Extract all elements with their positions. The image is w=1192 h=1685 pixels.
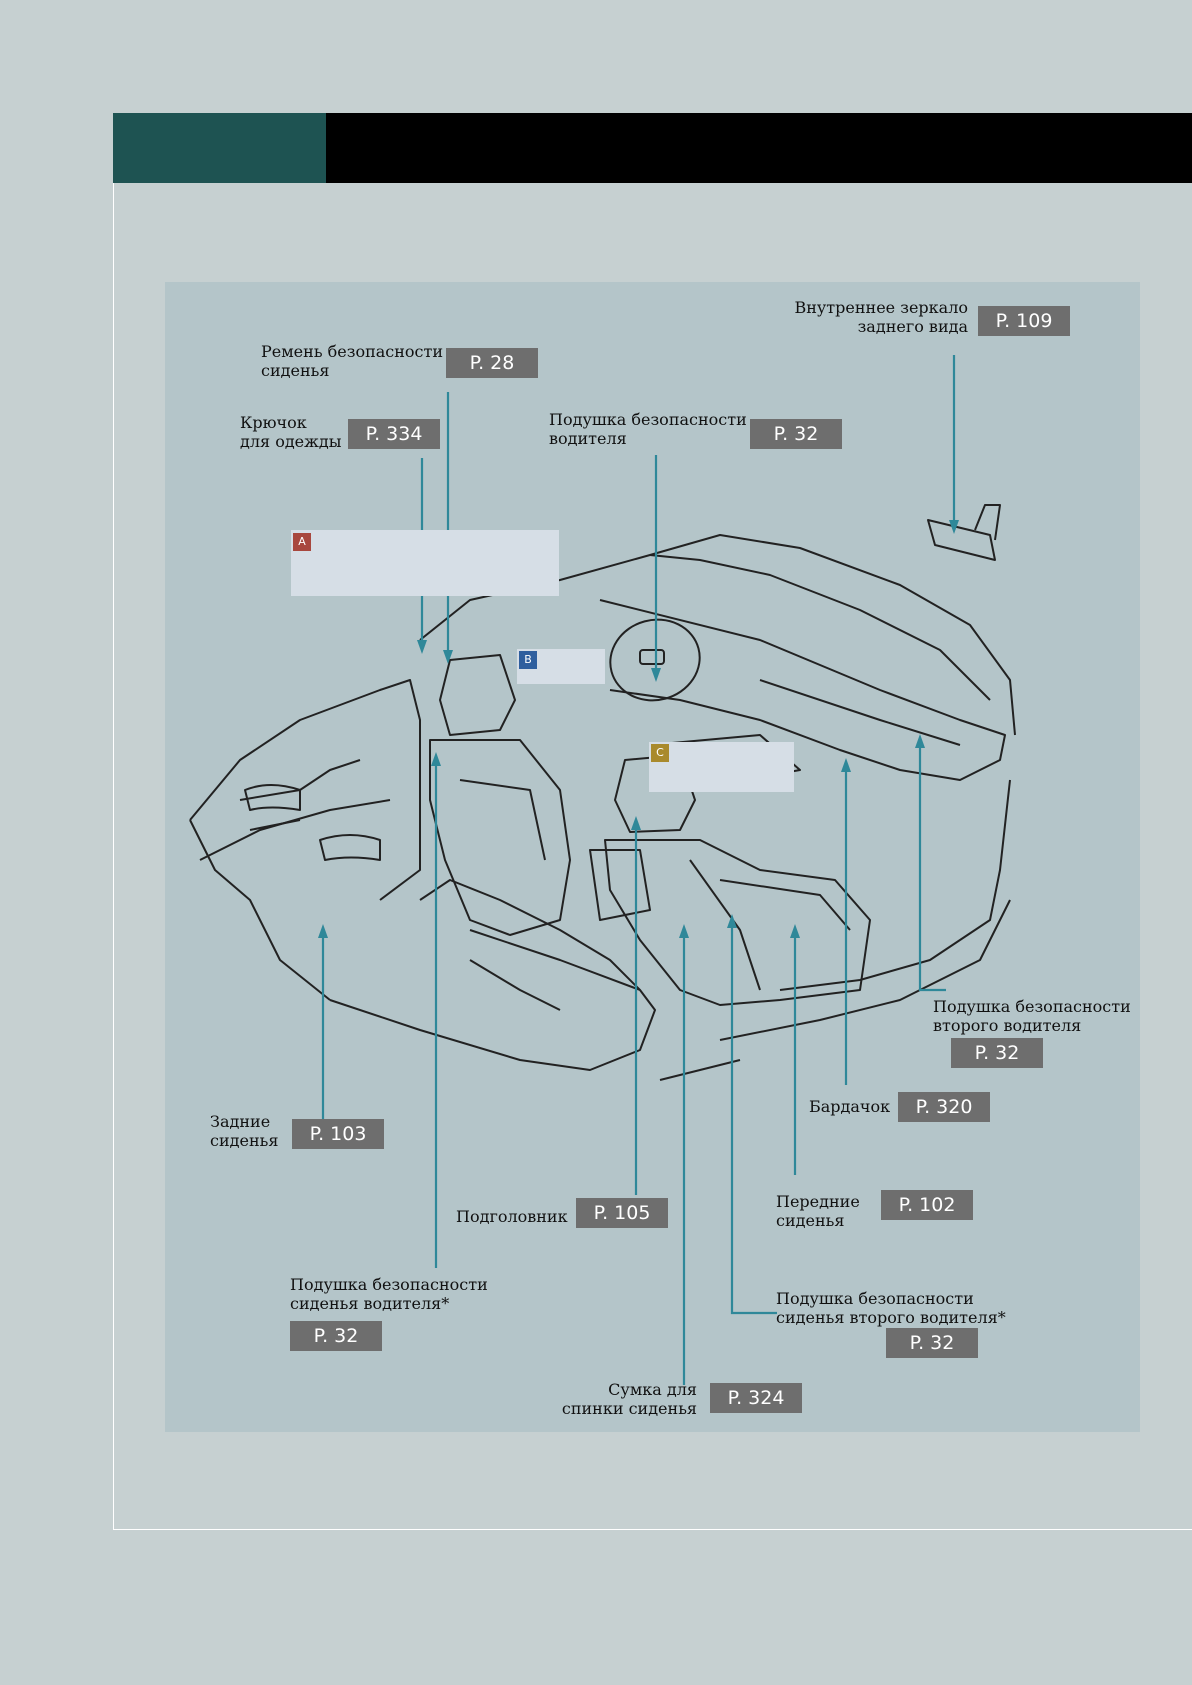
page-ref-driver-airbag[interactable]: P. 32 [750, 419, 842, 449]
label-driver-airbag: Подушка безопасности водителя [549, 410, 747, 448]
header-bar [326, 113, 1192, 183]
label-front-seats: Передние сиденья [776, 1192, 860, 1230]
callout-b-marker: B [519, 651, 537, 669]
interior-illustration-panel [165, 282, 1140, 1432]
page-ref-passenger-airbag[interactable]: P. 32 [951, 1038, 1043, 1068]
label-glovebox: Бардачок [809, 1097, 891, 1116]
leader-lines [318, 355, 959, 1385]
page-ref-mirror[interactable]: P. 109 [978, 306, 1070, 336]
label-interior-mirror: Внутреннее зеркало заднего вида [794, 298, 968, 336]
label-passenger-airbag: Подушка безопасности второго водителя [933, 997, 1131, 1035]
callout-a-box [291, 530, 559, 596]
label-rear-seats: Задние сиденья [210, 1112, 279, 1150]
label-headrest: Подголовник [456, 1207, 568, 1226]
section-tab [113, 113, 326, 183]
label-driver-seat-airbag: Подушка безопасности сиденья водителя* [290, 1275, 488, 1313]
callout-c-marker: C [651, 744, 669, 762]
page-ref-rear-seats[interactable]: P. 103 [292, 1119, 384, 1149]
callout-a-marker: A [293, 533, 311, 551]
car-outline [189, 504, 1016, 1081]
page-ref-driver-seat-airbag[interactable]: P. 32 [290, 1321, 382, 1351]
content-frame [113, 183, 1192, 1530]
label-seatback-pocket: Сумка для спинки сиденья [561, 1380, 697, 1418]
page-ref-seatback-pocket[interactable]: P. 324 [710, 1383, 802, 1413]
page-ref-headrest[interactable]: P. 105 [576, 1198, 668, 1228]
page-ref-passenger-seat-airbag[interactable]: P. 32 [886, 1328, 978, 1358]
label-coat-hook: Крючок для одежды [240, 413, 342, 451]
label-seatbelt: Ремень безопасности сиденья [261, 342, 444, 380]
label-passenger-seat-airbag: Подушка безопасности сиденья второго вод… [776, 1289, 1006, 1327]
page-ref-seatbelt[interactable]: P. 28 [446, 348, 538, 378]
page-ref-front-seats[interactable]: P. 102 [881, 1190, 973, 1220]
page-ref-glovebox[interactable]: P. 320 [898, 1092, 990, 1122]
page-ref-coat-hook[interactable]: P. 334 [348, 419, 440, 449]
callout-c-box [649, 742, 794, 792]
